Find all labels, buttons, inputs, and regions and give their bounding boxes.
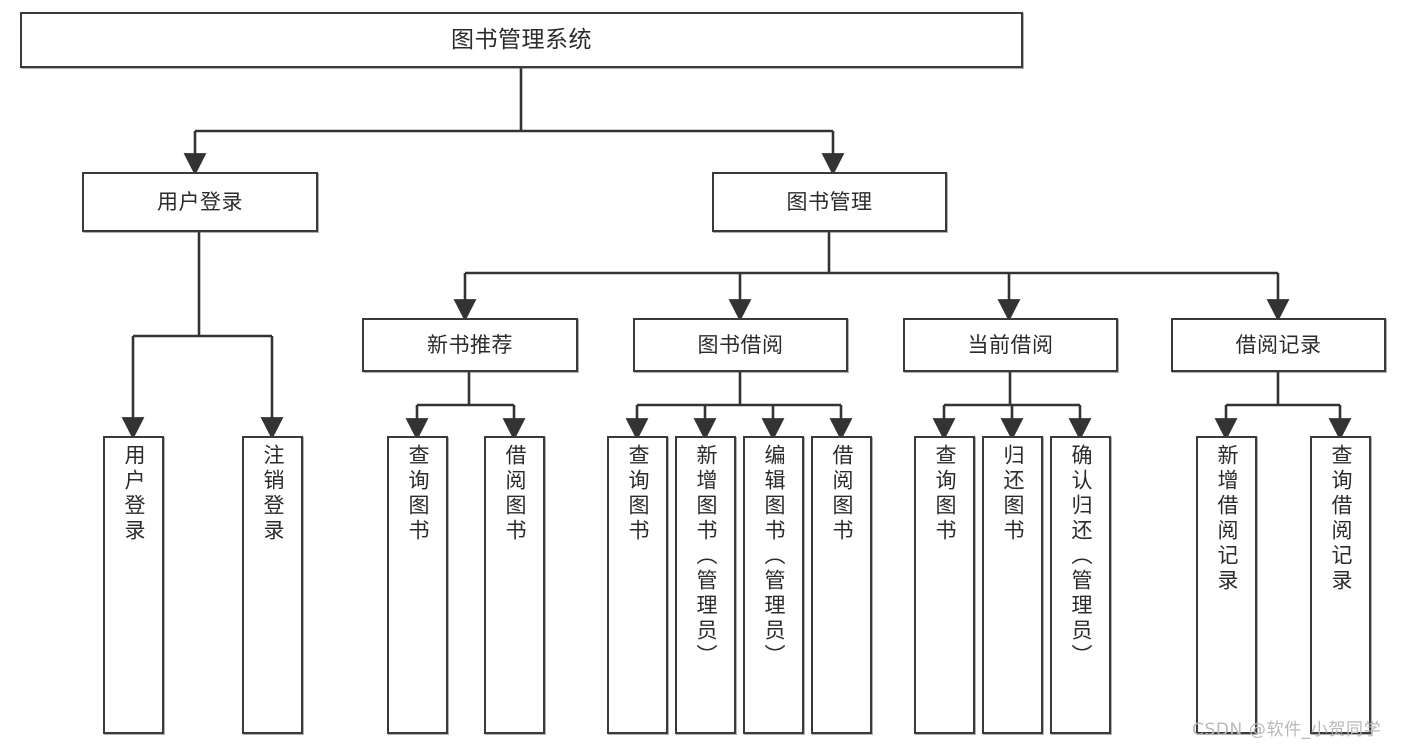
node-leaf-edit-book-label: 编辑图书（管理员）	[762, 444, 786, 669]
node-current-borrow-label: 当前借阅	[967, 332, 1054, 357]
node-leaf-add-borrow-record[interactable]: 新增借阅记录	[1196, 436, 1257, 734]
node-leaf-query-book-borrow[interactable]: 查询图书	[607, 436, 668, 734]
node-leaf-user-login[interactable]: 用户登录	[103, 436, 164, 734]
node-leaf-confirm-return-label: 确认归还（管理员）	[1069, 444, 1093, 669]
node-leaf-user-login-label: 用户登录	[122, 444, 146, 544]
node-leaf-query-book-current-label: 查询图书	[933, 444, 957, 544]
node-book-borrow-label: 图书借阅	[697, 332, 784, 357]
node-new-book-recommend[interactable]: 新书推荐	[362, 318, 578, 372]
node-leaf-borrow-book[interactable]: 借阅图书	[811, 436, 872, 734]
node-root-system[interactable]: 图书管理系统	[20, 12, 1023, 68]
node-user-login-label: 用户登录	[157, 189, 243, 214]
node-borrow-record[interactable]: 借阅记录	[1171, 318, 1386, 372]
node-leaf-user-logout[interactable]: 注销登录	[242, 436, 303, 734]
node-new-book-recommend-label: 新书推荐	[427, 332, 513, 357]
node-leaf-query-book-recommend-label: 查询图书	[406, 444, 430, 544]
node-leaf-add-book[interactable]: 新增图书（管理员）	[675, 436, 736, 734]
node-leaf-confirm-return[interactable]: 确认归还（管理员）	[1050, 436, 1111, 734]
node-leaf-return-book-label: 归还图书	[1001, 444, 1025, 544]
node-leaf-query-book-recommend[interactable]: 查询图书	[387, 436, 448, 734]
node-book-management-label: 图书管理	[786, 189, 873, 214]
node-borrow-record-label: 借阅记录	[1235, 332, 1322, 357]
node-leaf-user-logout-label: 注销登录	[261, 444, 285, 544]
node-leaf-borrow-book-recommend-label: 借阅图书	[503, 444, 527, 544]
node-current-borrow[interactable]: 当前借阅	[903, 318, 1118, 372]
node-root-system-label: 图书管理系统	[451, 26, 592, 53]
node-leaf-borrow-book-recommend[interactable]: 借阅图书	[484, 436, 545, 734]
node-leaf-query-borrow-record[interactable]: 查询借阅记录	[1310, 436, 1371, 734]
node-leaf-borrow-book-label: 借阅图书	[830, 444, 854, 544]
node-leaf-return-book[interactable]: 归还图书	[982, 436, 1043, 734]
node-leaf-query-book-borrow-label: 查询图书	[626, 444, 650, 544]
node-leaf-query-borrow-record-label: 查询借阅记录	[1329, 444, 1353, 594]
node-leaf-add-book-label: 新增图书（管理员）	[694, 444, 718, 669]
node-leaf-edit-book[interactable]: 编辑图书（管理员）	[743, 436, 804, 734]
node-user-login[interactable]: 用户登录	[82, 172, 318, 232]
node-leaf-query-book-current[interactable]: 查询图书	[914, 436, 975, 734]
node-book-management[interactable]: 图书管理	[712, 172, 947, 232]
node-leaf-add-borrow-record-label: 新增借阅记录	[1215, 444, 1239, 594]
node-book-borrow[interactable]: 图书借阅	[633, 318, 848, 372]
